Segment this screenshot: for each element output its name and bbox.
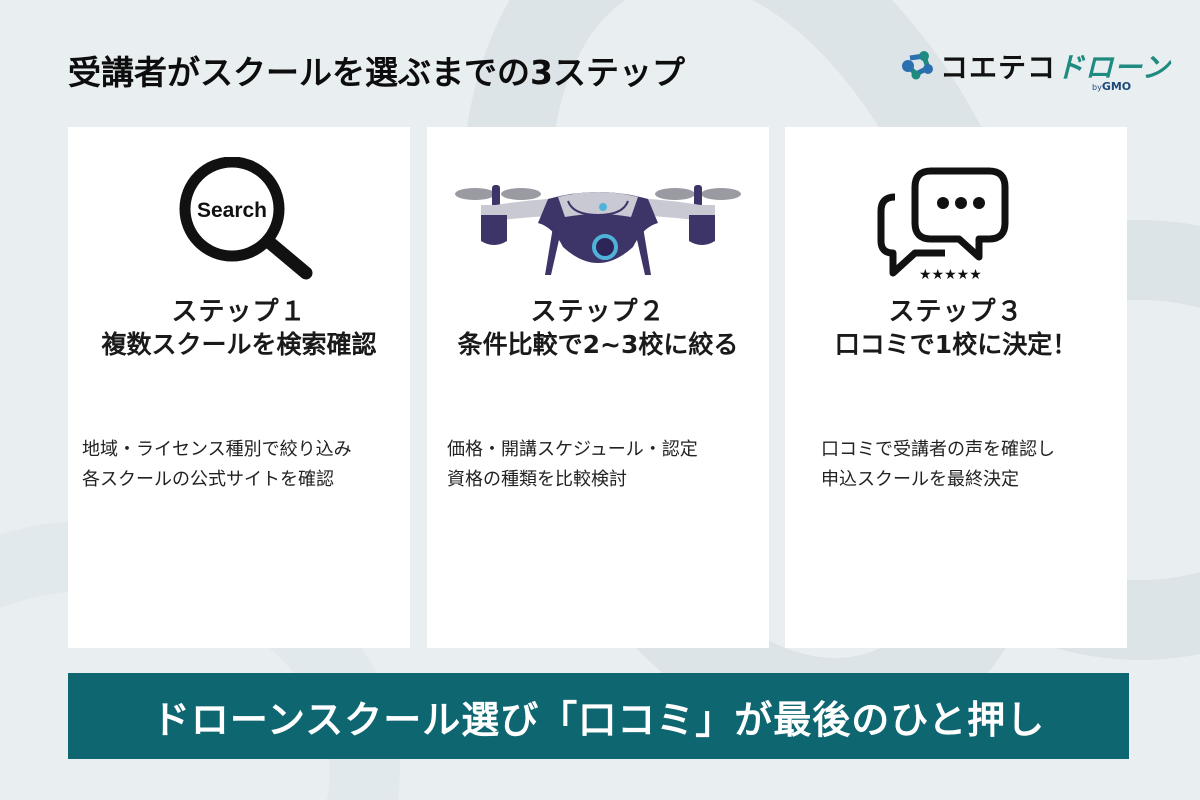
banner-text: ドローンスクール選び「口コミ」が最後のひと押し — [151, 697, 1046, 742]
search-magnifier-icon: Search — [68, 157, 410, 287]
step-label: ステップ３ — [888, 297, 1024, 327]
description-line: 口コミで受講者の声を確認し — [821, 439, 1055, 460]
logo-text-accent: ドローン — [1056, 51, 1171, 84]
step-heading: 口コミで1校に決定！ — [834, 330, 1078, 359]
step-description: 地域・ライセンス種別で絞り込み 各スクールの公式サイトを確認 — [82, 435, 404, 495]
logo-by: by — [1092, 83, 1102, 92]
step-heading: 条件比較で2~3校に絞る — [457, 330, 739, 359]
logo-wordmark: コエテコドローン — [940, 46, 1171, 86]
review-chat-bubbles-icon: ★★★★★ — [785, 157, 1127, 287]
step-label: ステップ１ — [171, 297, 307, 327]
description-line: 価格・開講スケジュール・認定 — [447, 439, 698, 460]
step-label: ステップ２ — [530, 297, 666, 327]
step-card-2: ステップ２ 条件比較で2~3校に絞る 価格・開講スケジュール・認定 資格の種類を… — [427, 127, 769, 648]
rating-stars-icon: ★★★★★ — [919, 267, 982, 283]
description-line: 資格の種類を比較検討 — [447, 469, 627, 490]
step-card-3: ★★★★★ ステップ３ 口コミで1校に決定！ 口コミで受講者の声を確認し 申込ス… — [785, 127, 1127, 648]
step-description: 価格・開講スケジュール・認定 資格の種類を比較検討 — [447, 435, 763, 495]
description-line: 申込スクールを最終決定 — [821, 469, 1019, 490]
step-heading: 複数スクールを検索確認 — [101, 330, 377, 359]
drone-icon — [427, 157, 769, 287]
logo-company: GMO — [1101, 80, 1132, 93]
svg-text:Search: Search — [197, 199, 267, 222]
description-line: 地域・ライセンス種別で絞り込み — [82, 439, 352, 460]
molecule-logo-icon — [902, 51, 933, 80]
step-description: 口コミで受講者の声を確認し 申込スクールを最終決定 — [821, 435, 1121, 495]
page-title: 受講者がスクールを選ぶまでの3ステップ — [68, 53, 685, 92]
step-card-1: Search ステップ１ 複数スクールを検索確認 地域・ライセンス種別で絞り込み… — [68, 127, 410, 648]
summary-banner: ドローンスクール選び「口コミ」が最後のひと押し — [68, 673, 1129, 759]
svg-text:★★★★★: ★★★★★ — [919, 267, 982, 283]
logo-text-main: コエテコ — [940, 51, 1057, 84]
description-line: 各スクールの公式サイトを確認 — [82, 469, 334, 490]
logo-byline: byGMO — [1092, 80, 1131, 93]
brand-logo: コエテコドローン byGMO — [900, 44, 1170, 100]
